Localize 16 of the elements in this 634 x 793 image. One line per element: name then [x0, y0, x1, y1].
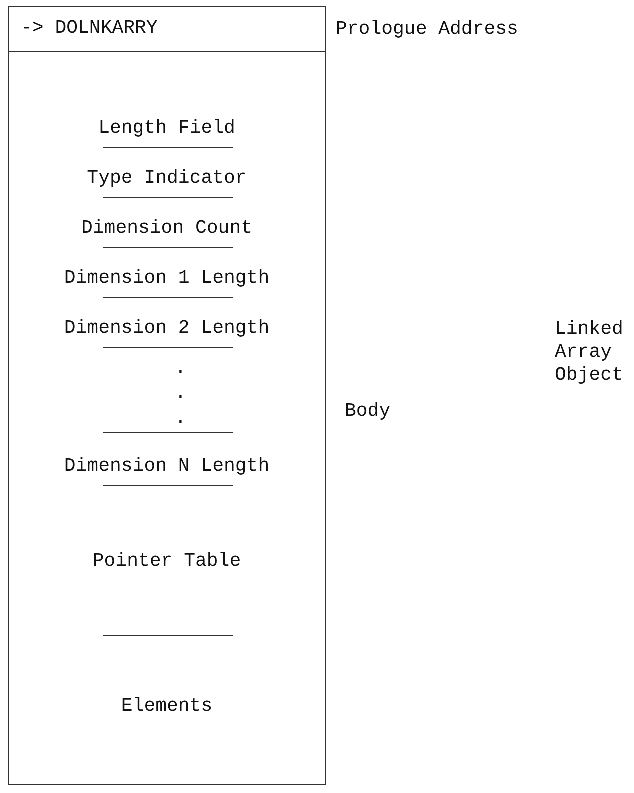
body-box: [8, 51, 326, 785]
side-label: Body: [345, 400, 391, 422]
address-cell: -> DOLNKARRY: [8, 6, 326, 52]
field-label: Dimension 2 Length: [11, 314, 323, 342]
field-label: Dimension N Length: [11, 452, 323, 480]
field-label: Dimension Count: [11, 214, 323, 242]
field-label: Dimension 1 Length: [11, 264, 323, 292]
field-label: Length Field: [11, 114, 323, 142]
field-label: Elements: [11, 692, 323, 720]
ellipsis-dot: .: [175, 382, 186, 404]
side-label: Linked Array Object: [555, 318, 624, 387]
ellipsis-dot: .: [175, 407, 186, 429]
field-label: Pointer Table: [11, 547, 323, 575]
side-label: Prologue Address: [336, 18, 518, 40]
field-label: Type Indicator: [11, 164, 323, 192]
ellipsis-dot: .: [175, 357, 186, 379]
